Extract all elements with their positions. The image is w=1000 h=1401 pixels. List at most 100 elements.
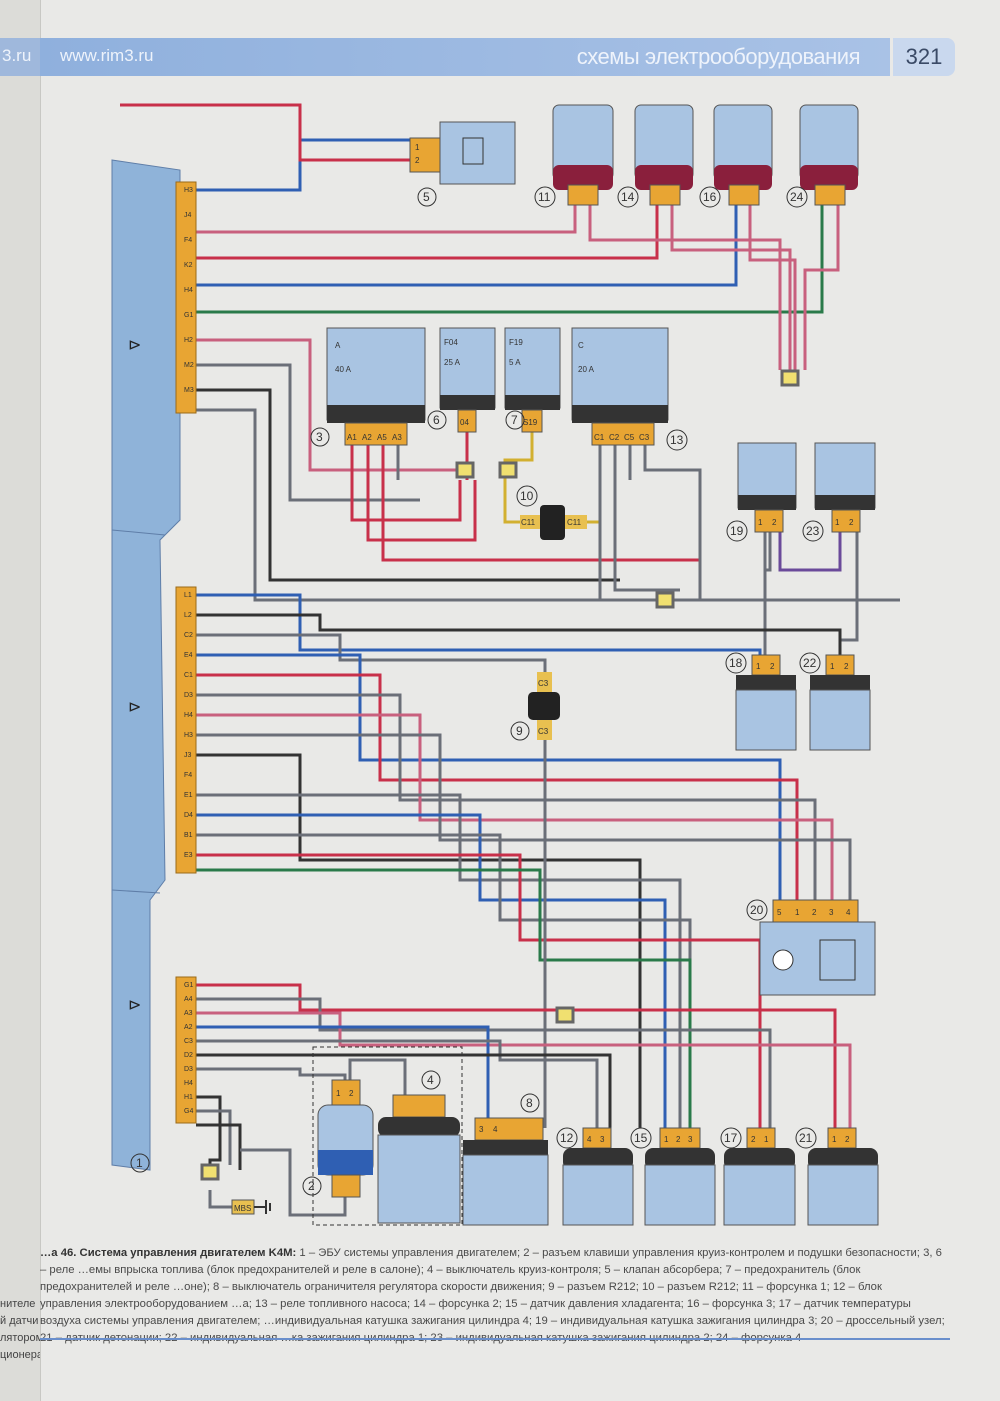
ecu-pin-label: C1 (184, 672, 193, 679)
svg-text:C3: C3 (538, 679, 549, 688)
svg-text:15: 15 (634, 1131, 648, 1145)
ecu-pin-label: D3 (184, 692, 193, 699)
transistor-icon: ⊳ (128, 997, 141, 1014)
wire-gray (240, 1148, 347, 1217)
wires (120, 103, 900, 1217)
svg-text:5 A: 5 A (509, 358, 521, 367)
svg-text:A5: A5 (377, 433, 387, 442)
wire-pink (196, 338, 460, 472)
svg-text:10: 10 (520, 489, 534, 503)
svg-text:1: 1 (795, 908, 800, 917)
prev-caption-line: й датчи (0, 1315, 39, 1327)
wire-red (366, 445, 477, 542)
inline-connector (455, 461, 475, 479)
svg-text:11: 11 (538, 190, 551, 204)
page-number: 321 (893, 38, 955, 76)
wire-blue (196, 1025, 490, 1118)
svg-text:A: A (335, 341, 341, 350)
svg-text:20 A: 20 A (578, 365, 595, 374)
svg-text:17: 17 (724, 1131, 738, 1145)
wire-gray (196, 793, 682, 1128)
caption-text: 1 – ЭБУ системы управления двигателем; 2… (40, 1247, 945, 1344)
svg-text:21: 21 (799, 1131, 813, 1145)
svg-text:2: 2 (844, 662, 849, 671)
wire-blue (196, 138, 410, 192)
svg-text:S19: S19 (523, 418, 538, 427)
label-17: 17 (720, 1127, 742, 1149)
label-3: 3 (310, 427, 330, 447)
previous-page-caption: нителе й датчи лятором ционера (0, 1296, 40, 1364)
label-12: 12 (556, 1127, 578, 1149)
ecu-pin-label: G1 (184, 982, 193, 989)
svg-text:25 A: 25 A (444, 358, 461, 367)
wire-green (196, 205, 824, 314)
inline-connector (200, 1163, 220, 1181)
inline-connector (780, 369, 800, 387)
ecu-pin-label: D4 (184, 812, 193, 819)
svg-text:04: 04 (460, 418, 469, 427)
ecu-pin-label: J3 (184, 752, 192, 759)
ecu-pin-label: H2 (184, 337, 193, 344)
wire-red (196, 853, 762, 1128)
svg-text:3: 3 (479, 1125, 484, 1134)
ecu-pin-label: A3 (184, 1010, 193, 1017)
wire-pink (588, 205, 782, 370)
svg-text:22: 22 (803, 656, 817, 670)
prev-caption-line: лятором (0, 1332, 40, 1344)
wire-yellow (503, 432, 534, 524)
label-10: 10 (516, 485, 538, 507)
svg-text:2: 2 (676, 1135, 681, 1144)
svg-text:2: 2 (849, 518, 854, 527)
svg-text:C5: C5 (624, 433, 635, 442)
svg-text:1: 1 (136, 1156, 143, 1170)
svg-text:1: 1 (664, 1135, 669, 1144)
svg-text:A2: A2 (362, 433, 372, 442)
wire-blue (196, 205, 738, 287)
label-24: 24 (786, 186, 808, 208)
svg-text:C2: C2 (609, 433, 620, 442)
label-6: 6 (427, 410, 447, 430)
svg-text:3: 3 (600, 1135, 605, 1144)
cruise-control-switch-4 (377, 1094, 461, 1224)
svg-text:2: 2 (349, 1089, 354, 1098)
caption-title: …а 46. Система управления двигателем K4M… (40, 1247, 297, 1259)
wire-dark (196, 753, 642, 1128)
svg-text:12: 12 (560, 1131, 574, 1145)
svg-text:5: 5 (777, 908, 782, 917)
svg-text:C: C (578, 341, 584, 350)
svg-text:3: 3 (829, 908, 834, 917)
svg-text:23: 23 (806, 524, 820, 538)
inline-connector (555, 1006, 575, 1024)
wire-gray (196, 733, 852, 900)
ecu-pin-label: K2 (184, 262, 193, 269)
label-18: 18 (725, 652, 747, 674)
svg-text:7: 7 (511, 413, 518, 427)
wire-red (350, 445, 462, 522)
wire-gray (196, 1109, 232, 1165)
wire-gray (838, 532, 859, 655)
svg-text:3: 3 (688, 1135, 693, 1144)
figure-caption: …а 46. Система управления двигателем K4M… (40, 1245, 945, 1347)
wire-pink (748, 205, 797, 370)
wire-pink (803, 205, 840, 370)
label-16: 16 (699, 186, 721, 208)
ecu-pin-label: E3 (184, 852, 193, 859)
svg-text:9: 9 (516, 724, 523, 738)
svg-text:2: 2 (845, 1135, 850, 1144)
svg-text:4: 4 (846, 908, 851, 917)
wire-red (120, 103, 410, 162)
svg-text:4: 4 (587, 1135, 592, 1144)
svg-text:1: 1 (758, 518, 763, 527)
ecu-pin-label: D2 (184, 1052, 193, 1059)
wire-gray (196, 693, 817, 900)
wire-pink (196, 205, 577, 234)
ecu-pin-label: A2 (184, 1024, 193, 1031)
ecu-pin-label: D3 (184, 1066, 193, 1073)
svg-text:F04: F04 (444, 338, 458, 347)
dashed-group-4 (312, 1046, 463, 1226)
